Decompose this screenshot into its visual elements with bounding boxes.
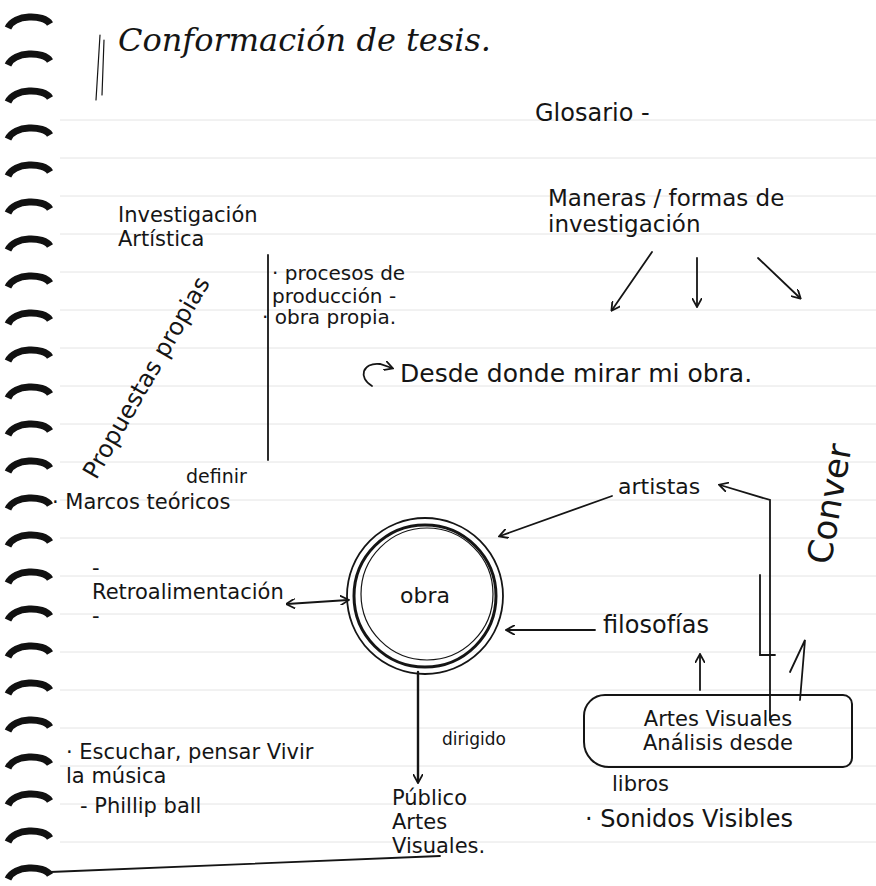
spiral-ring (8, 128, 50, 139)
handwritten-note: artistas (618, 474, 700, 499)
handwritten-note: · Sonidos Visibles (585, 806, 793, 834)
spiral-ring (8, 54, 50, 65)
handwritten-note: Público Artes Visuales. (392, 786, 522, 858)
handwritten-note: Glosario - (535, 100, 650, 128)
handwritten-note: Maneras / formas de investigación (548, 185, 868, 238)
node-text: obra (400, 583, 450, 608)
spiral-ring (8, 350, 50, 361)
handwritten-note: libros (612, 772, 669, 796)
spiral-ring (8, 646, 50, 657)
handwritten-note: · obra propia. (262, 306, 396, 329)
spiral-ring (8, 868, 50, 879)
spiral-binding (8, 17, 50, 879)
spiral-ring (8, 535, 50, 546)
spiral-ring (8, 165, 50, 176)
handwritten-note: filosofías (603, 612, 709, 640)
handwritten-note: Desde donde mirar mi obra. (400, 360, 752, 389)
spiral-ring (8, 276, 50, 287)
handwritten-note: Conver (800, 441, 860, 567)
handwritten-note: - Phillip ball (80, 794, 201, 818)
spiral-ring (8, 794, 50, 805)
spiral-ring (8, 17, 50, 28)
spiral-ring (8, 239, 50, 250)
spiral-ring (8, 572, 50, 583)
rounded-box: Artes Visuales Análisis desde (583, 694, 853, 768)
spiral-ring (8, 498, 50, 509)
handwritten-note: - Retroalimentación - (92, 556, 282, 628)
work-circle: obra (365, 536, 485, 656)
spiral-ring (8, 313, 50, 324)
handwritten-note: Propuestas propias (78, 272, 216, 484)
spiral-ring (8, 683, 50, 694)
ruled-lines (60, 120, 876, 842)
spiral-ring (8, 831, 50, 842)
node-text: Artes Visuales Análisis desde (608, 707, 828, 755)
handwritten-note: · Escuchar, pensar Vivir la música (66, 740, 326, 788)
spiral-ring (8, 202, 50, 213)
handwritten-note: definir (186, 466, 247, 488)
handwritten-note: · Marcos teóricos (52, 490, 230, 514)
spiral-ring (8, 461, 50, 472)
spiral-ring (8, 91, 50, 102)
handwritten-note: Investigación Artística (118, 203, 268, 251)
spiral-ring (8, 424, 50, 435)
spiral-ring (8, 757, 50, 768)
spiral-ring (8, 387, 50, 398)
page-title: Conformación de tesis. (118, 22, 491, 59)
handwritten-note: · procesos de producción - (272, 262, 492, 308)
handwritten-note: dirigido (442, 730, 506, 750)
spiral-ring (8, 720, 50, 731)
spiral-ring (8, 609, 50, 620)
